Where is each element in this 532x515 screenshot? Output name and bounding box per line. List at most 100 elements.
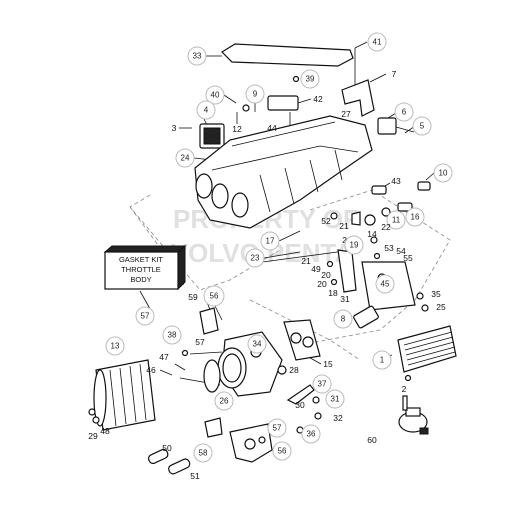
callout-30: 30 — [295, 400, 305, 410]
kit-label-line-1: GASKET KIT — [119, 255, 163, 264]
callout-number: 49 — [311, 264, 321, 274]
callout-21: 21 — [339, 221, 349, 231]
callout-number: 32 — [333, 413, 343, 423]
callout-55: 55 — [403, 253, 413, 263]
callout-number: 14 — [367, 229, 377, 239]
callout-number: 30 — [295, 400, 305, 410]
callout-number: 20 — [317, 279, 327, 289]
callout-8: 8 — [333, 309, 353, 329]
callout-bubble — [433, 163, 453, 183]
callout-number: 43 — [391, 176, 401, 186]
callout-27: 27 — [341, 109, 351, 119]
callout-49: 49 — [311, 264, 321, 274]
callout-number: 50 — [162, 443, 172, 453]
callout-3: 3 — [172, 123, 177, 133]
callout-number: 26 — [220, 397, 229, 406]
callout-number: 16 — [411, 213, 420, 222]
callout-31: 31 — [340, 294, 350, 304]
intake-manifold — [194, 115, 373, 229]
callout-37: 37 — [312, 374, 332, 394]
callout-number: 42 — [313, 94, 323, 104]
callout-13: 13 — [105, 336, 125, 356]
callout-39: 39 — [300, 69, 320, 89]
callout-56: 56 — [272, 441, 292, 461]
callout-number: 53 — [384, 243, 394, 253]
callout-10: 10 — [433, 163, 453, 183]
callout-bubble — [196, 100, 216, 120]
callout-number: 21 — [339, 221, 349, 231]
callout-number: 33 — [193, 52, 202, 61]
callout-57: 57 — [135, 306, 155, 326]
callout-number: 34 — [253, 340, 262, 349]
callout-number: 11 — [392, 216, 401, 225]
callout-number: 51 — [190, 471, 200, 481]
callout-21: 21 — [301, 256, 311, 266]
callout-18: 18 — [328, 288, 338, 298]
callout-38: 38 — [162, 325, 182, 345]
callout-bubble — [260, 231, 280, 251]
callout-number: 41 — [373, 38, 382, 47]
callout-51: 51 — [190, 471, 200, 481]
callout-number: 44 — [267, 123, 277, 133]
callout-number: 23 — [251, 254, 260, 263]
callout-number: 38 — [168, 331, 177, 340]
callout-45: 45 — [375, 274, 395, 294]
callout-number: 24 — [181, 154, 190, 163]
callout-number: 6 — [402, 108, 407, 117]
callout-35: 35 — [431, 289, 441, 299]
callout-number: 46 — [146, 365, 156, 375]
callout-34: 34 — [247, 334, 267, 354]
callout-22: 22 — [381, 222, 391, 232]
callout-31: 31 — [325, 389, 345, 409]
cooler-block — [88, 359, 156, 431]
callout-number: 28 — [289, 365, 299, 375]
pressure-sensor — [398, 395, 429, 435]
callout-47: 47 — [159, 352, 169, 362]
callout-57: 57 — [267, 418, 287, 438]
callout-56: 56 — [203, 285, 225, 307]
callout-bubble — [372, 350, 392, 370]
callout-number: 40 — [211, 91, 220, 100]
callout-bubble — [247, 334, 267, 354]
callout-number: 60 — [367, 435, 377, 445]
callout-bubble — [267, 418, 287, 438]
callout-number: 5 — [420, 122, 425, 131]
kit-label-line-3: BODY — [130, 275, 151, 284]
callout-bubble — [344, 235, 364, 255]
callout-15: 15 — [323, 359, 333, 369]
callout-number: 9 — [253, 90, 258, 99]
right-small-parts — [330, 181, 431, 226]
callout-40: 40 — [205, 85, 225, 105]
callout-bubble — [245, 84, 265, 104]
callout-number: 31 — [340, 294, 350, 304]
gasket-kit-box: GASKET KIT THROTTLE BODY — [103, 244, 187, 291]
callout-number: 1 — [380, 356, 385, 365]
callout-53: 53 — [384, 243, 394, 253]
callout-number: 17 — [266, 237, 275, 246]
callout-46: 46 — [146, 365, 156, 375]
callout-23: 23 — [245, 248, 265, 268]
callout-57: 57 — [195, 337, 205, 347]
callout-number: 19 — [350, 241, 359, 250]
callout-19: 19 — [344, 235, 364, 255]
callout-44: 44 — [267, 123, 277, 133]
callout-bubble — [301, 424, 321, 444]
callout-number: 47 — [159, 352, 169, 362]
kit-label-line-2: THROTTLE — [121, 265, 161, 274]
lower-parts — [147, 384, 322, 475]
callout-32: 32 — [333, 413, 343, 423]
callout-bubble — [312, 374, 332, 394]
callout-bubble — [405, 207, 425, 227]
callout-number: 57 — [273, 424, 282, 433]
callout-number: 10 — [439, 169, 448, 178]
callout-43: 43 — [391, 176, 401, 186]
callout-41: 41 — [367, 32, 387, 52]
callout-36: 36 — [301, 424, 321, 444]
callout-59: 59 — [188, 292, 198, 302]
callout-20: 20 — [317, 279, 327, 289]
callout-bubble — [162, 325, 182, 345]
callout-number: 31 — [331, 395, 340, 404]
callout-number: 15 — [323, 359, 333, 369]
